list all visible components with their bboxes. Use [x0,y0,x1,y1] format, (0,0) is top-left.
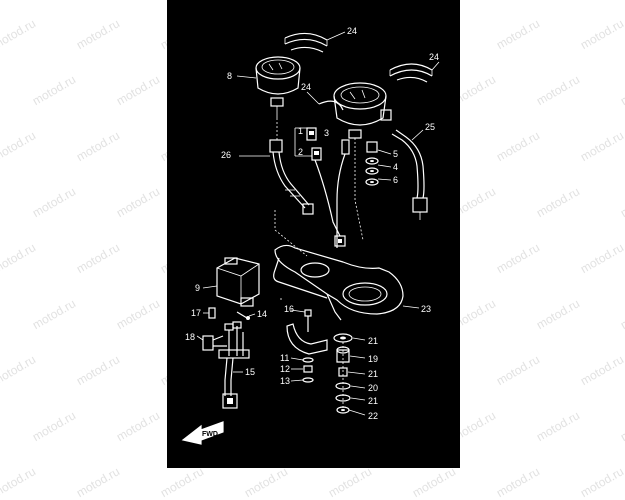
callout-22: 22 [368,411,378,421]
part-bulb-speedo [341,139,350,155]
exploded-parts-diagram: 24 8 24 24 1 2 3 [181,26,440,445]
watermark-text: motod.ru [0,464,39,500]
watermark-text: motod.ru [0,16,39,53]
part-3-bulb-socket [306,127,317,141]
callout-14: 14 [257,309,267,319]
callout-12: 12 [280,364,290,374]
part-connector-lower [334,235,346,247]
watermark-text: motod.ru [242,464,291,500]
watermark-text: motod.ru [30,296,79,333]
watermark-text: motod.ru [578,352,625,389]
part-15-bolt [304,309,312,332]
callout-1: 1 [298,126,303,136]
part-23-instrument-bracket [273,244,404,321]
callout-13: 13 [280,376,290,386]
watermark-text: motod.ru [74,240,123,277]
watermark-text: motod.ru [158,464,207,500]
watermark-text: motod.ru [74,464,123,500]
watermark-text: motod.ru [74,16,123,53]
callout-5: 5 [393,149,398,159]
watermark-text: motod.ru [618,408,625,445]
callout-24-right: 24 [429,52,439,62]
watermark-text: motod.ru [534,184,583,221]
part-4-5-6-grommet-stack [365,141,379,186]
watermark-text: motod.ru [0,240,39,277]
watermark-text: motod.ru [114,184,163,221]
watermark-text: motod.ru [534,296,583,333]
watermark-text: motod.ru [494,16,543,53]
callout-25: 25 [425,122,435,132]
callout-16: 15 [245,367,255,377]
watermark-text: motod.ru [30,72,79,109]
watermark-text: motod.ru [578,464,625,500]
callout-3: 3 [324,128,329,138]
watermark-text: motod.ru [410,464,459,500]
part-12-nut [303,365,313,373]
fwd-label: FWD [202,431,218,438]
callout-4: 4 [393,162,398,172]
watermark-text: motod.ru [494,240,543,277]
watermark-text: motod.ru [114,408,163,445]
watermark-text: motod.ru [618,72,625,109]
watermark-text: motod.ru [30,184,79,221]
part-25-speedo-cable [391,129,428,220]
callout-21-b: 21 [368,369,378,379]
callout-19: 19 [368,354,378,364]
part-24-ring-left [284,32,328,53]
callout-18: 18 [185,332,195,342]
part-18-socket-cluster [202,321,250,359]
part-11-washer [302,357,314,363]
callout-21-c: 21 [368,396,378,406]
parts-diagram-panel: 24 8 24 24 1 2 3 [167,0,460,468]
part-24-ring-right [389,63,433,83]
part-16-wire-harness [222,357,238,409]
wire-speedo-harness [336,153,346,248]
callout-24-top: 24 [347,26,357,36]
part-speedometer [318,82,392,139]
watermark-text: motod.ru [74,352,123,389]
part-26-tacho-cable [269,139,314,215]
callout-20: 20 [368,383,378,393]
part-8-tachometer [255,56,301,118]
part-17-bulb [208,307,216,319]
watermark-text: motod.ru [30,408,79,445]
callout-2: 2 [298,147,303,157]
wire-tacho-harness [314,159,341,237]
watermark-text: motod.ru [114,72,163,109]
part-14-screw [236,311,250,320]
part-9-relay-unit [216,257,260,307]
callout-23: 23 [421,304,431,314]
watermark-text: motod.ru [578,128,625,165]
part-clamp-bracket [286,323,328,355]
part-mounting-stack [333,333,353,414]
watermark-text: motod.ru [534,408,583,445]
callout-9: 9 [195,283,200,293]
callout-24-small: 24 [301,82,311,92]
callout-26: 26 [221,150,231,160]
callout-11: 11 [280,353,289,363]
callout-21-a: 21 [368,336,378,346]
callout-8: 8 [227,71,232,81]
watermark-text: motod.ru [578,16,625,53]
watermark-text: motod.ru [618,296,625,333]
part-2-bulb-socket [311,147,322,161]
watermark-text: motod.ru [74,128,123,165]
callout-17: 17 [191,308,201,318]
watermark-text: motod.ru [494,128,543,165]
fwd-direction-arrow: FWD [181,421,224,445]
watermark-text: motod.ru [534,72,583,109]
part-13-washer [302,377,314,383]
watermark-text: motod.ru [494,352,543,389]
watermark-text: motod.ru [494,464,543,500]
callout-15: 16 [284,304,294,314]
callout-6: 6 [393,175,398,185]
watermark-text: motod.ru [0,128,39,165]
watermark-text: motod.ru [326,464,375,500]
watermark-text: motod.ru [578,240,625,277]
watermark-text: motod.ru [618,184,625,221]
watermark-text: motod.ru [114,296,163,333]
watermark-text: motod.ru [0,352,39,389]
